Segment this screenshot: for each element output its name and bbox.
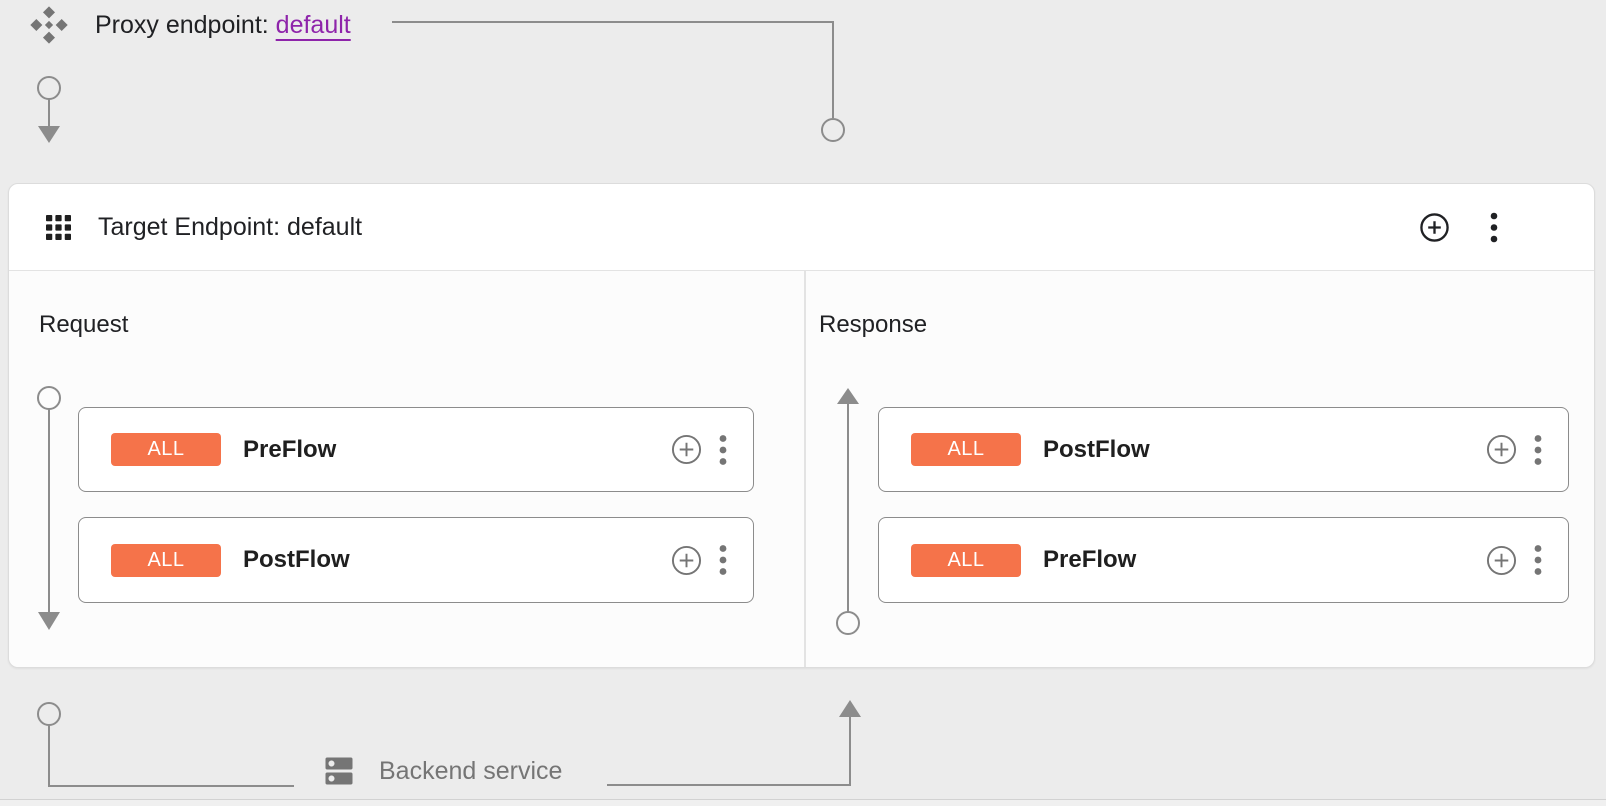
add-policy-button[interactable] xyxy=(671,545,702,576)
add-policy-button[interactable] xyxy=(671,434,702,465)
add-policy-button[interactable] xyxy=(1486,545,1517,576)
condition-badge: ALL xyxy=(111,433,221,466)
connector-start-circle xyxy=(37,76,61,100)
proxy-endpoint-label-text: Proxy endpoint: xyxy=(95,10,269,39)
condition-badge: ALL xyxy=(911,543,1021,577)
flow-name: PreFlow xyxy=(1043,546,1137,573)
proxy-endpoint-icon xyxy=(30,6,68,44)
panel-divider xyxy=(804,271,806,667)
add-target-endpoint-button[interactable] xyxy=(1419,212,1450,243)
backend-up-arrowhead-icon xyxy=(839,700,861,717)
add-policy-button[interactable] xyxy=(1486,434,1517,465)
condition-badge: ALL xyxy=(911,433,1021,466)
target-endpoint-header: Target Endpoint: default xyxy=(9,184,1594,271)
proxy-endpoint-label: Proxy endpoint: default xyxy=(95,11,351,40)
flow-menu-button[interactable] xyxy=(1534,434,1542,466)
connector-endpoint-circle xyxy=(821,118,845,142)
flow-name: PreFlow xyxy=(243,435,337,463)
down-arrowhead-icon xyxy=(38,126,60,143)
target-endpoint-title: Target Endpoint: default xyxy=(98,212,363,241)
condition-badge: ALL xyxy=(111,543,221,577)
canvas-bottom-edge xyxy=(0,799,1606,806)
flow-menu-button[interactable] xyxy=(1534,544,1542,576)
proxy-to-target-connector xyxy=(392,21,834,118)
backend-service-label: Backend service xyxy=(379,756,563,785)
response-panel-title: Response xyxy=(819,311,928,338)
flow-menu-button[interactable] xyxy=(719,434,727,466)
backend-service-icon xyxy=(321,753,357,789)
flow-card-request-postflow[interactable]: ALL PostFlow xyxy=(78,517,754,603)
flow-name: PostFlow xyxy=(243,546,350,573)
backend-out-circle xyxy=(37,702,61,726)
proxy-endpoint-row: Proxy endpoint: default xyxy=(30,4,351,46)
target-endpoint-body: Request Response ALL PreFlow ALL xyxy=(9,271,1594,667)
proxy-endpoint-default-link[interactable]: default xyxy=(275,10,351,39)
backend-service-row: Backend service xyxy=(321,752,562,790)
flow-menu-button[interactable] xyxy=(719,544,727,576)
backend-out-connector xyxy=(48,725,294,787)
flow-card-response-postflow[interactable]: ALL PostFlow xyxy=(878,407,1569,492)
request-panel-title: Request xyxy=(39,311,129,338)
backend-return-connector xyxy=(607,716,851,786)
flow-name: PostFlow xyxy=(1043,435,1150,463)
target-endpoint-grid-icon xyxy=(46,214,71,240)
flow-card-request-preflow[interactable]: ALL PreFlow xyxy=(78,407,754,492)
flow-card-response-preflow[interactable]: ALL PreFlow xyxy=(878,517,1569,603)
target-endpoint-menu-button[interactable] xyxy=(1490,212,1498,243)
target-endpoint-card: Target Endpoint: default Request Respons… xyxy=(8,183,1595,668)
